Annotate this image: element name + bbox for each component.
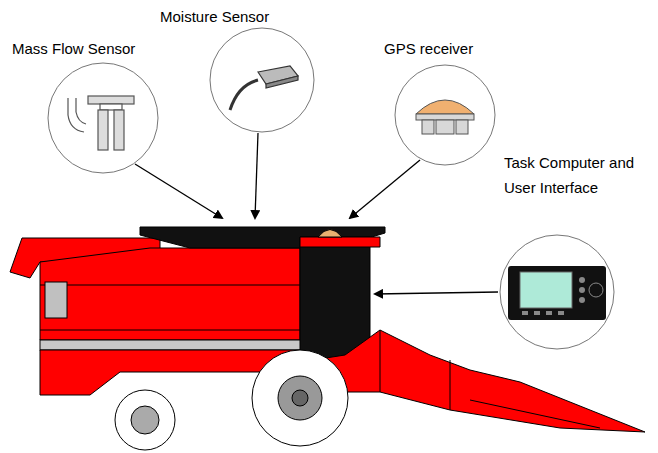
combine-harvester xyxy=(10,227,645,450)
computer-label: Task Computer and User Interface xyxy=(504,150,654,200)
computer-circle xyxy=(500,235,614,349)
mass-flow-label: Mass Flow Sensor xyxy=(12,36,202,61)
task-computer-icon xyxy=(508,266,606,320)
moisture-label: Moisture Sensor xyxy=(160,4,330,29)
gps-receiver-icon xyxy=(416,100,474,134)
moisture-circle xyxy=(210,28,314,132)
leader-arrows xyxy=(135,133,498,294)
gps-circle xyxy=(395,65,495,165)
mass-flow-sensor-icon xyxy=(68,96,134,150)
mass-flow-circle xyxy=(48,63,158,173)
moisture-sensor-icon xyxy=(230,66,298,110)
gps-label: GPS receiver xyxy=(384,36,524,61)
